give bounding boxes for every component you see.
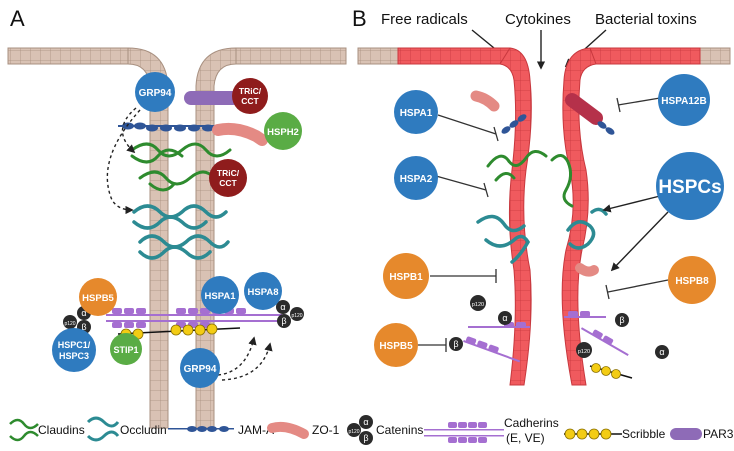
legend-cadherins-icon: [424, 422, 504, 443]
zo1-b: [575, 263, 599, 277]
hspb5-a-node: HSPB5: [79, 278, 117, 316]
svg-text:CCT: CCT: [219, 178, 237, 188]
svg-text:p120: p120: [291, 313, 302, 319]
svg-text:HSPB5: HSPB5: [82, 293, 114, 304]
legend-claudins-icon: [9, 418, 39, 442]
scribble-b: [589, 363, 633, 379]
svg-text:β: β: [619, 315, 624, 325]
svg-text:β: β: [81, 322, 86, 332]
par3-free-b: [565, 93, 603, 125]
legend-scribble-icon: [564, 428, 622, 440]
svg-text:p120: p120: [578, 349, 590, 355]
legend-catenins-label: Catenins: [376, 423, 423, 437]
legend: Claudins Occludin JAM-A ZO-1 p120 α β Ca…: [9, 415, 734, 445]
legend-zo1-label: ZO-1: [312, 423, 340, 437]
svg-text:HSPA1: HSPA1: [400, 108, 433, 119]
svg-text:GRP94: GRP94: [139, 88, 172, 99]
grp94-translocation-arrows: [106, 107, 273, 381]
panel-b-cell-layer: [357, 47, 731, 386]
hspcs-node: HSPCs: [656, 152, 724, 220]
jam-a-b: [501, 114, 615, 135]
grp94-top-node: GRP94: [135, 72, 175, 112]
grp94-bottom-node: GRP94: [180, 348, 220, 388]
svg-text:TRiC/: TRiC/: [217, 168, 240, 178]
cadherins-a: [106, 308, 282, 328]
svg-text:p120: p120: [348, 429, 359, 435]
legend-jam-a-label: JAM-A: [238, 423, 274, 437]
svg-text:HSPB5: HSPB5: [379, 341, 413, 352]
svg-text:α: α: [659, 347, 664, 357]
hspa12b-node: HSPA12B: [658, 74, 710, 126]
occludin-a: [132, 204, 230, 260]
legend-zo1-icon: [267, 421, 309, 439]
panel-a-cell-layer: [7, 47, 347, 429]
hsph2-node: HSPH2: [264, 112, 302, 150]
legend-occludin-icon: [86, 416, 120, 442]
svg-text:HSPB1: HSPB1: [389, 272, 423, 283]
svg-text:HSPA8: HSPA8: [248, 287, 279, 298]
legend-occludin-label: Occludin: [120, 423, 167, 437]
catenins-a-left: α p120 β: [63, 306, 91, 334]
legend-catenins-icon: p120 α β: [347, 415, 373, 445]
svg-text:HSPCs: HSPCs: [658, 177, 721, 198]
svg-text:p120: p120: [472, 302, 484, 308]
zo1-free-b: [470, 90, 500, 112]
legend-cadherins-label: Cadherins: [504, 416, 559, 430]
claudins-b: [486, 150, 574, 208]
svg-text:β: β: [281, 316, 286, 326]
stimulus-free-radicals: Free radicals: [381, 11, 468, 28]
svg-text:α: α: [280, 302, 285, 312]
legend-par3-label: PAR3: [703, 427, 734, 441]
hspa8-node: HSPA8: [244, 272, 282, 310]
legend-scribble-label: Scribble: [622, 427, 666, 441]
svg-text:β: β: [453, 339, 458, 349]
svg-text:α: α: [81, 308, 86, 318]
legend-par3-icon: [670, 428, 702, 440]
svg-text:α: α: [363, 417, 368, 427]
panel-a-label: A: [10, 6, 25, 31]
stimulus-cytokines: Cytokines: [505, 11, 571, 28]
inhibition-lines: [418, 97, 669, 352]
svg-text:HSPA12B: HSPA12B: [661, 96, 706, 107]
svg-text:GRP94: GRP94: [184, 364, 217, 375]
svg-text:α: α: [502, 313, 507, 323]
legend-jam-a-icon: [168, 426, 234, 432]
svg-text:HSPA1: HSPA1: [205, 291, 237, 302]
legend-cadherins-sublabel: (E, VE): [506, 431, 545, 445]
hspb1-node: HSPB1: [383, 253, 429, 299]
hspb5-b-node: HSPB5: [374, 323, 418, 367]
svg-text:HSPA2: HSPA2: [400, 174, 433, 185]
zo1-protein: [212, 122, 268, 146]
svg-text:STIP1: STIP1: [113, 345, 138, 355]
hspa2-node: HSPA2: [394, 156, 438, 200]
panel-b-label: B: [352, 6, 367, 31]
tric-mid-node: TRiC/ CCT: [209, 159, 247, 197]
svg-text:HSPH2: HSPH2: [267, 127, 299, 138]
scribble-a: [117, 323, 241, 340]
stip1-node: STIP1: [110, 333, 142, 365]
svg-text:CCT: CCT: [241, 96, 259, 106]
hspcs-arrows: [602, 195, 669, 272]
svg-text:p120: p120: [64, 321, 75, 327]
svg-text:TRiC/: TRiC/: [239, 86, 262, 96]
svg-text:HSPB8: HSPB8: [675, 276, 709, 287]
catenins-b: p120 α β β p120 α: [449, 295, 669, 359]
legend-claudins-label: Claudins: [38, 423, 85, 437]
par3-protein: [184, 91, 240, 105]
hspb8-node: HSPB8: [668, 256, 716, 304]
hspa1-b-node: HSPA1: [394, 90, 438, 134]
hspa1-a-node: HSPA1: [201, 276, 239, 314]
cadherins-b: [463, 311, 629, 363]
svg-text:β: β: [363, 433, 368, 443]
tric-top-node: TRiC/ CCT: [232, 78, 268, 114]
occludin-b: [476, 207, 608, 264]
svg-text:HSPC1/: HSPC1/: [58, 340, 91, 350]
hspc1-node: HSPC1/ HSPC3: [52, 328, 96, 372]
catenins-a-right: α β p120: [276, 300, 304, 328]
svg-text:HSPC3: HSPC3: [59, 351, 89, 361]
stimulus-bacterial-toxins: Bacterial toxins: [595, 11, 697, 28]
